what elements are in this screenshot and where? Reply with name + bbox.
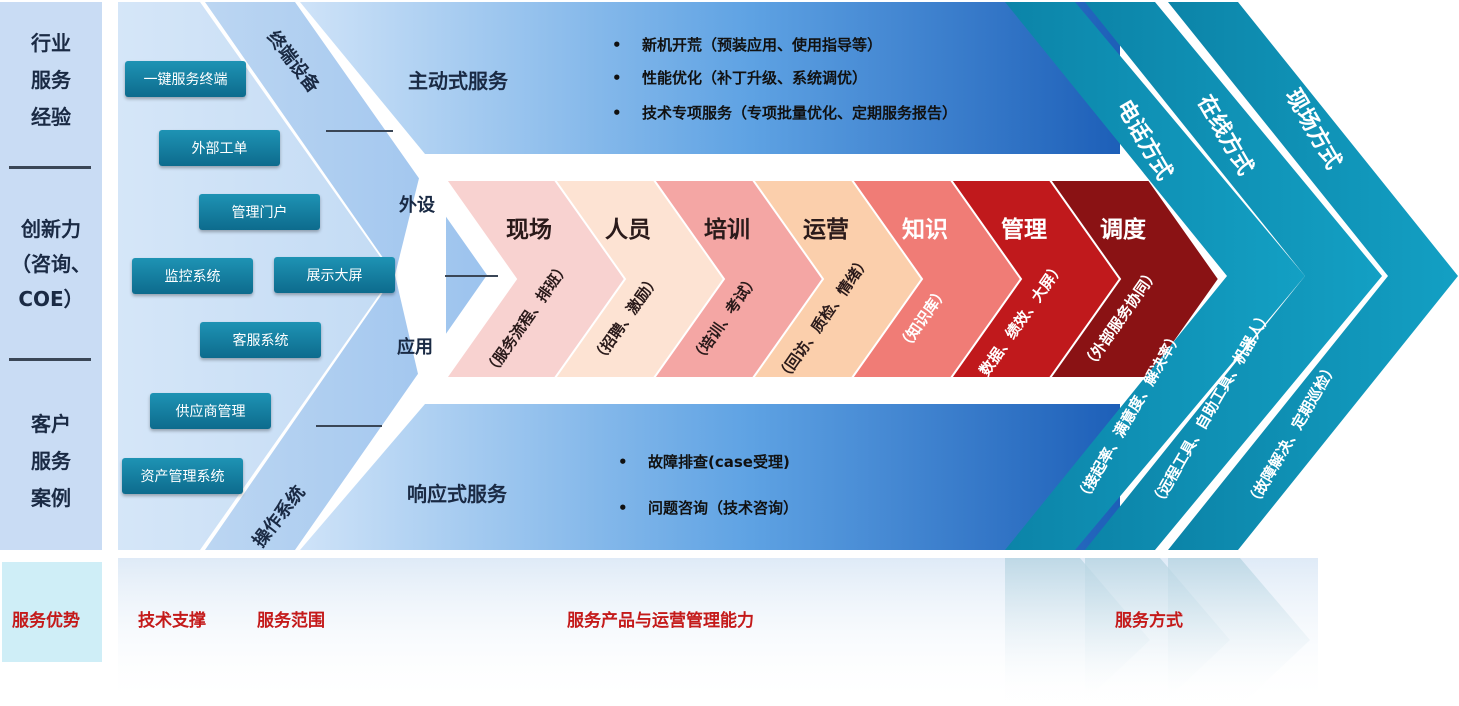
innovation-label: 创新力 （咨询、 COE） [11, 217, 91, 311]
chevron-title: 调度 [1100, 217, 1146, 243]
chevron-0 [444, 179, 627, 379]
proactive-bullet: •新机开荒（预装应用、使用指导等） [612, 36, 883, 54]
peripheral-label: 外设 [399, 195, 435, 216]
experience-column [0, 2, 102, 550]
proactive-bullet: •性能优化（补丁升级、系统调优） [612, 69, 868, 87]
proactive-service-title: 主动式服务 [408, 69, 508, 93]
reactive-service-title: 响应式服务 [407, 482, 507, 506]
chevron-title: 培训 [704, 217, 750, 243]
display-screen-item: 展示大屏 [274, 257, 395, 293]
external-ticket-item: 外部工单 [159, 130, 280, 166]
proactive-bullet: •技术专项服务（专项批量优化、定期服务报告） [612, 104, 958, 122]
one-click-terminal-item: 一键服务终端 [125, 61, 246, 97]
chevron-title: 现场 [506, 217, 552, 243]
divider [9, 358, 91, 361]
asset-management-item: 资产管理系统 [122, 458, 243, 494]
customer-cases-label: 客户 服务 案例 [31, 412, 71, 510]
tech-support-label: 技术支撑 [138, 611, 206, 631]
chevron-title: 运营 [803, 217, 849, 243]
industry-experience-label: 行业 服务 经验 [31, 31, 71, 129]
divider [9, 166, 91, 169]
chevron-title: 知识 [902, 217, 948, 243]
reactive-bullet: •问题咨询（技术咨询） [618, 499, 799, 517]
supplier-management-item: 供应商管理 [150, 393, 271, 429]
service-mode-label: 服务方式 [1115, 611, 1183, 631]
service-scope-label: 服务范围 [257, 611, 325, 631]
chevron-title: 管理 [1001, 217, 1047, 243]
management-portal-item: 管理门户 [199, 194, 320, 230]
product-ops-label: 服务产品与运营管理能力 [567, 611, 754, 631]
chevron-title: 人员 [605, 217, 651, 243]
customer-service-system-item: 客服系统 [200, 322, 321, 358]
reactive-bullet: •故障排查(case受理) [618, 453, 790, 471]
service-advantage-label: 服务优势 [12, 611, 80, 631]
monitoring-system-item: 监控系统 [132, 258, 253, 294]
application-label: 应用 [397, 337, 433, 358]
